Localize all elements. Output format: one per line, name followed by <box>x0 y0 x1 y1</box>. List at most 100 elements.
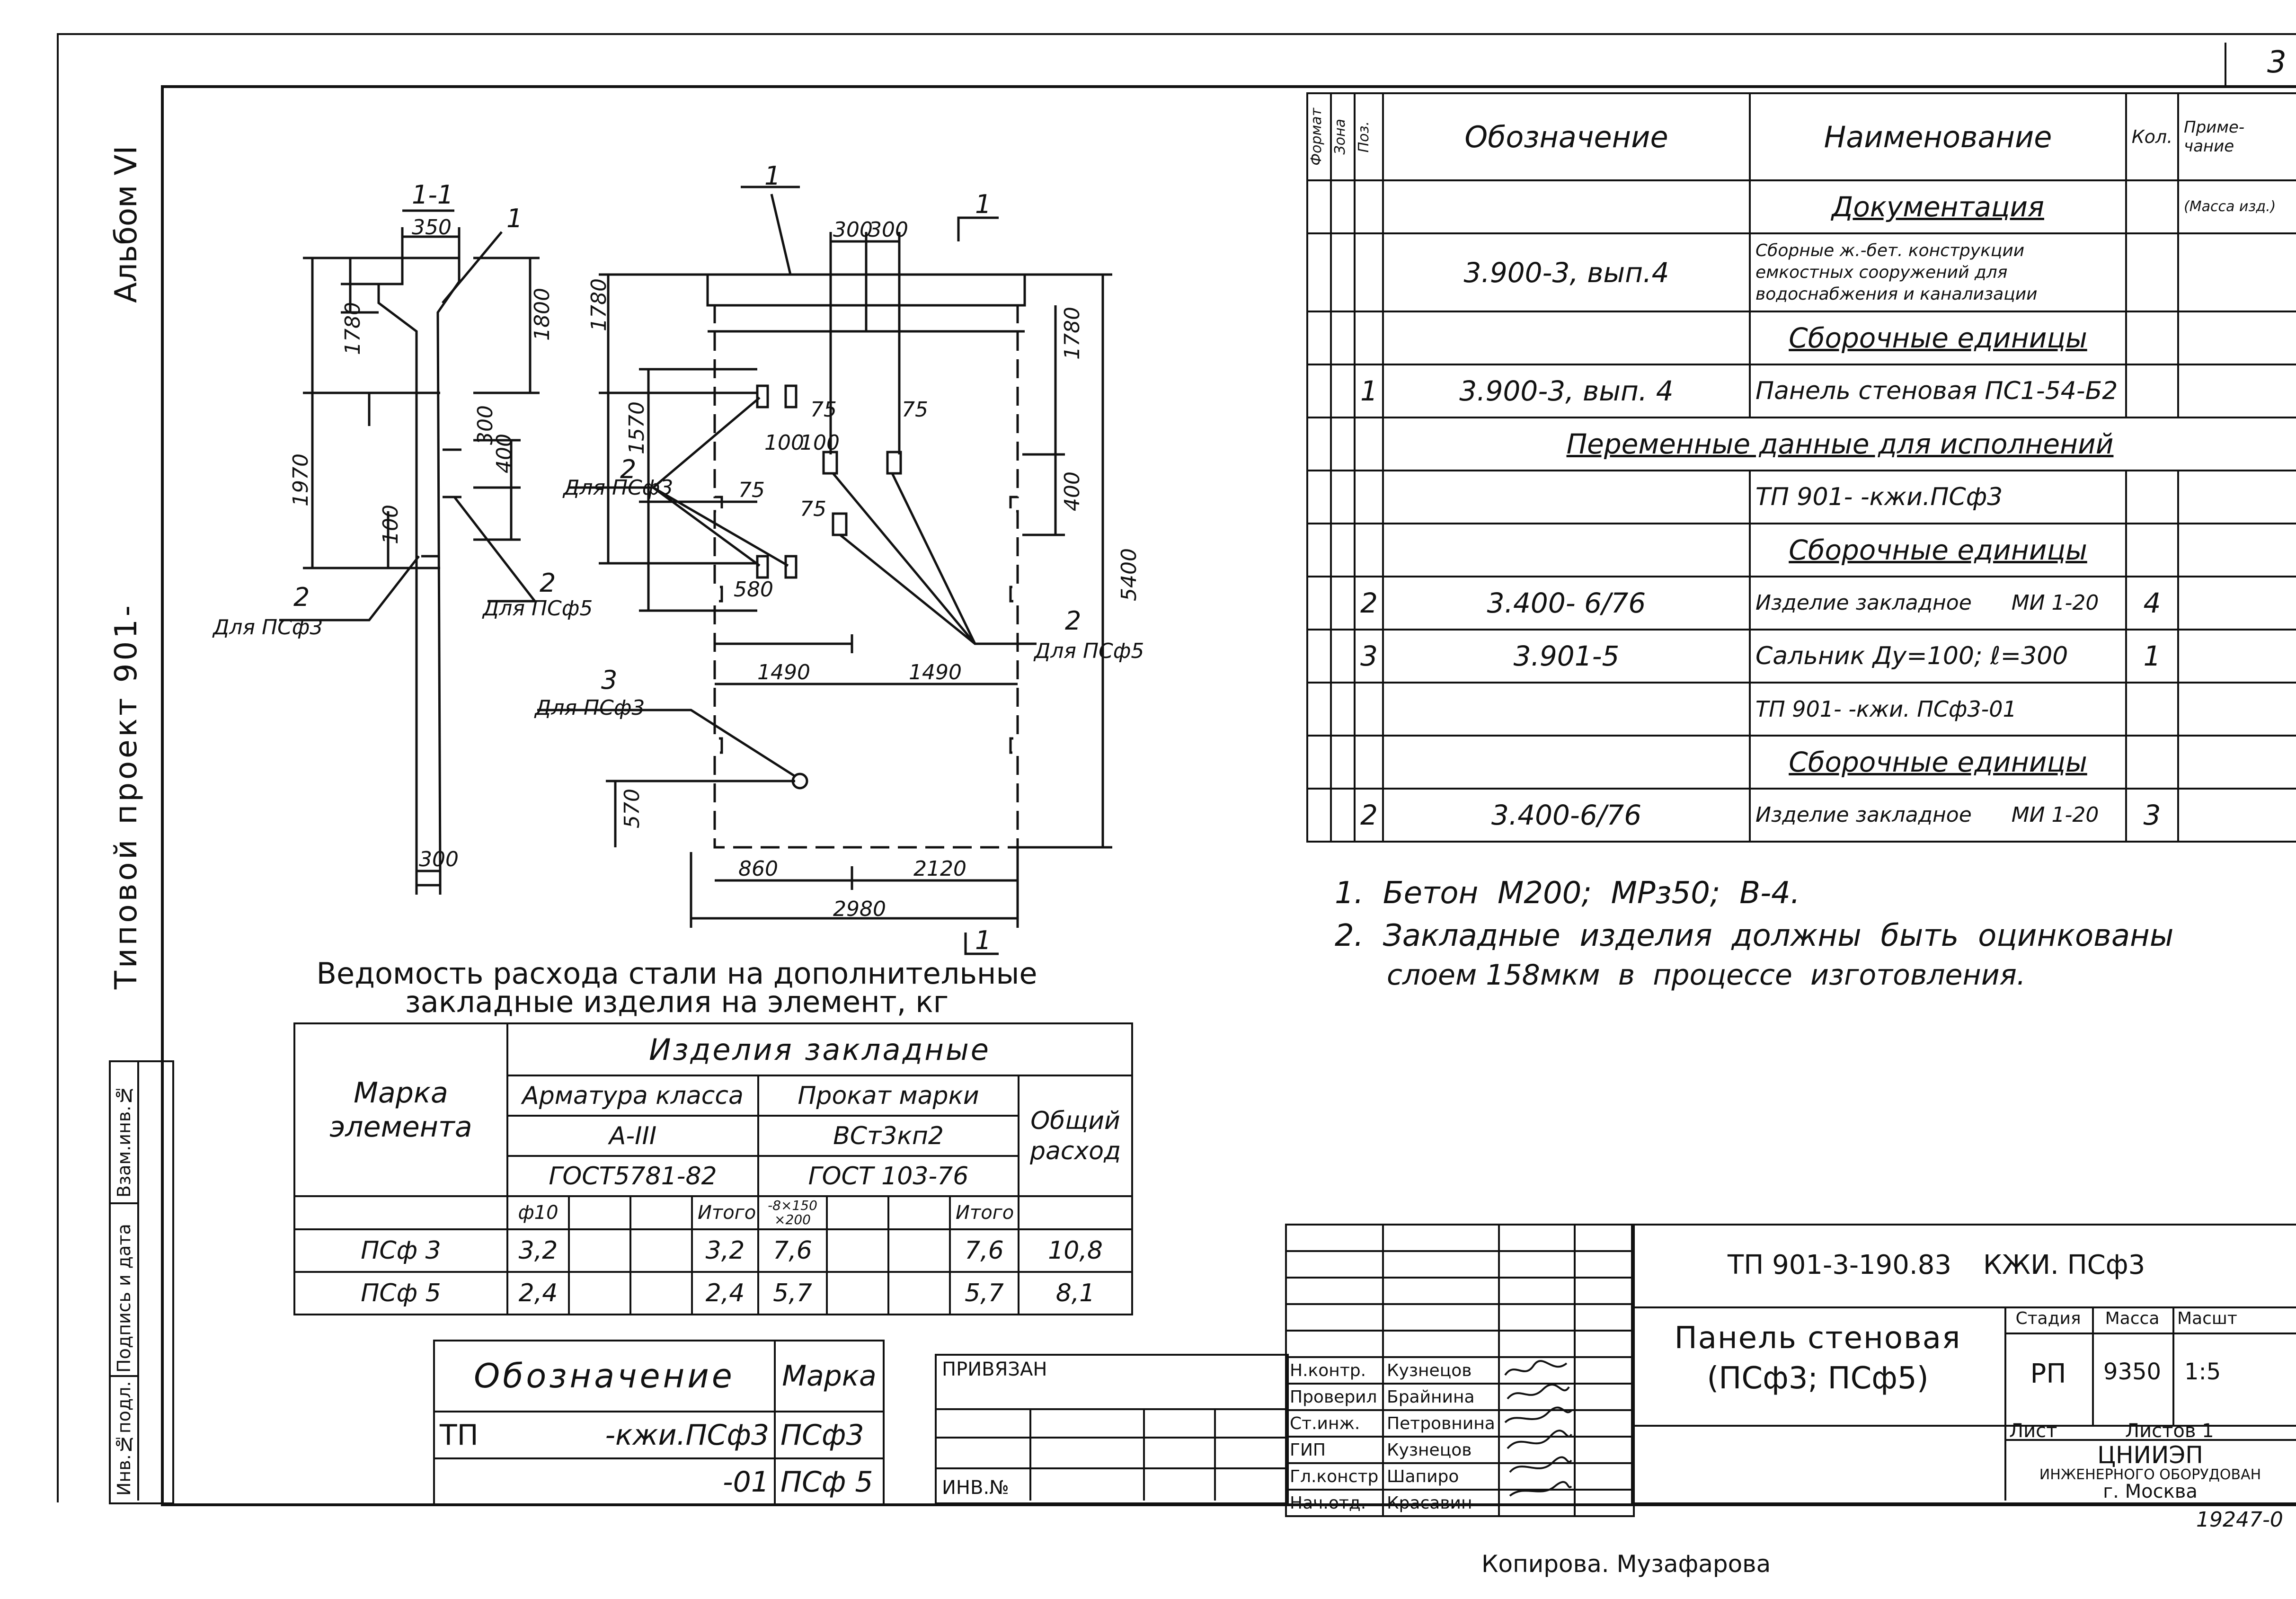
steel-h-itogo-1: Итого <box>691 1195 759 1230</box>
hdr-mass: (Масса изд.) <box>2177 179 2296 234</box>
marks-mark: ПСф 5 <box>774 1457 885 1506</box>
dim-570: 570 <box>620 789 644 828</box>
dim-75-c: 75 <box>738 478 765 502</box>
dim-75-a: 75 <box>810 398 837 422</box>
dim-1780-a: 1780 <box>341 302 365 355</box>
dim-400-b: 400 <box>1060 471 1084 511</box>
for-psf3-b: Для ПСф3 <box>562 476 673 500</box>
steel-phi: 2,4 <box>506 1271 570 1315</box>
row3-qty <box>2125 364 2179 418</box>
steel-total: 10,8 <box>1017 1228 1134 1273</box>
outer-edge <box>57 33 2296 1502</box>
signer-row: Ст.инж.Петровнина <box>1285 1409 1635 1438</box>
signer-name: Красавин <box>1382 1489 1500 1517</box>
title-block-h1 <box>1631 1306 2296 1308</box>
dim-580: 580 <box>734 577 773 602</box>
signer-name: Петровнина <box>1382 1409 1500 1438</box>
dim-2980: 2980 <box>833 897 886 921</box>
steel-h-strip: -8×150 ×200 <box>757 1195 828 1230</box>
title-block-h3 <box>2004 1332 2296 1334</box>
cut-mark-top: 1 <box>975 189 991 219</box>
cut-mark-bottom: 1 <box>975 925 991 955</box>
mass-value: 9350 <box>2103 1359 2162 1385</box>
steel-h-rebar-class: А-III <box>506 1115 759 1157</box>
signature <box>1498 1383 1576 1411</box>
sheets-label: Листов 1 <box>2125 1420 2214 1442</box>
row-documentation: Документация <box>1749 179 2127 234</box>
revision-strip <box>109 1060 174 1504</box>
signer-role: ГИП <box>1285 1436 1384 1464</box>
note-2-cont: слоем 158мкм в процессе изготовления. <box>1387 959 2026 992</box>
revision-strip-divider <box>137 1060 139 1501</box>
steel-itogo2: 5,7 <box>949 1271 1019 1315</box>
row9-qty <box>2125 682 2179 737</box>
for-psf3-c: Для ПСф3 <box>534 696 645 720</box>
steel-mark: ПСф 5 <box>293 1271 508 1315</box>
dim-1780-b: 1780 <box>587 278 611 331</box>
sheet-label: Лист <box>2009 1420 2057 1442</box>
signer-role: Гл.констр <box>1285 1462 1384 1491</box>
sheet-frame <box>161 85 2296 1506</box>
callout-2-a: 2 <box>293 582 310 612</box>
marks-table: Обозначение Марка ТП -кжи.ПСф3 ПСф3 -01 … <box>433 1340 885 1506</box>
strip-sign-label: Подпись и дата <box>114 1224 134 1373</box>
marks-h-designation: Обозначение <box>433 1340 776 1412</box>
steel-itogo1: 3,2 <box>691 1228 759 1273</box>
row7-designation: 3.400- 6/76 <box>1382 576 1751 631</box>
row11-qty: 3 <box>2125 788 2179 843</box>
dim-1490-b: 1490 <box>909 660 962 684</box>
for-psf3-a: Для ПСф3 <box>212 615 323 640</box>
marks-designation: -кжи.ПСф3 <box>481 1411 776 1459</box>
dim-300-a: 300 <box>473 405 497 445</box>
row7-qty: 4 <box>2125 576 2179 631</box>
steel-h-total: Общий расход <box>1017 1075 1134 1197</box>
steel-h-items: Изделия закладные <box>506 1022 1134 1076</box>
steel-h-rebar-gost: ГОСТ5781-82 <box>506 1155 759 1197</box>
row3-name: Панель стеновая ПС1-54-Б2 <box>1749 364 2127 418</box>
title-block-v3 <box>2172 1306 2174 1425</box>
steel-strip: 7,6 <box>757 1228 828 1273</box>
org-name: ЦНИИЭП <box>2097 1441 2203 1469</box>
dim-5400: 5400 <box>1117 548 1141 601</box>
signer-name: Кузнецов <box>1382 1356 1500 1385</box>
steel-h-rolled-gost: ГОСТ 103-76 <box>757 1155 1019 1197</box>
steel-schedule-table: Марка элемента Изделия закладные Арматур… <box>293 1022 1134 1315</box>
row3-designation: 3.900-3, вып. 4 <box>1382 364 1751 418</box>
steel-h-mark: Марка элемента <box>293 1022 508 1197</box>
row11-pos: 2 <box>1354 788 1384 843</box>
scale-value: 1:5 <box>2184 1359 2221 1385</box>
marks-designation: -01 <box>481 1457 776 1506</box>
steel-itogo2: 7,6 <box>949 1228 1019 1273</box>
sheet-number: 3 <box>2267 45 2287 80</box>
note-2: 2. Закладные изделия должны быть оцинков… <box>1335 918 2174 953</box>
row5-name: ТП 901- -кжи.ПСф3 <box>1749 470 2127 524</box>
steel-h-phi: ф10 <box>506 1195 570 1230</box>
dim-400-a: 400 <box>492 434 516 473</box>
dim-1490-a: 1490 <box>757 660 810 684</box>
steel-strip: 5,7 <box>757 1271 828 1315</box>
signatures-scribble <box>1504 1360 1572 1497</box>
title-block-h2 <box>1631 1425 2296 1427</box>
marks-h-mark: Марка <box>774 1340 885 1412</box>
dim-100-a: 100 <box>379 505 403 544</box>
dim-100-c: 100 <box>800 431 840 455</box>
marks-mark: ПСф3 <box>774 1411 885 1459</box>
copied-by: Копирова. Музафарова <box>1481 1550 1771 1578</box>
inv-label: ИНВ.№ <box>942 1477 1009 1499</box>
note-1: 1. Бетон М200; МРз50; В-4. <box>1335 876 1800 911</box>
sheet-number-box <box>2225 43 2296 87</box>
callout-1-b: 1 <box>764 161 780 191</box>
stage-header: Стадия <box>2015 1309 2081 1328</box>
row7-pos: 2 <box>1354 576 1384 631</box>
row8-name: Сальник Ду=100; ℓ=300 <box>1749 629 2127 684</box>
steel-phi: 3,2 <box>506 1228 570 1273</box>
callout-2-d: 2 <box>1065 606 1081 636</box>
title-block-v1 <box>2004 1306 2006 1501</box>
section-title: 1-1 <box>412 180 453 210</box>
dim-75-b: 75 <box>902 398 928 422</box>
callout-2-c: 2 <box>620 454 636 484</box>
row-assembly-1: Сборочные единицы <box>1749 311 2127 365</box>
